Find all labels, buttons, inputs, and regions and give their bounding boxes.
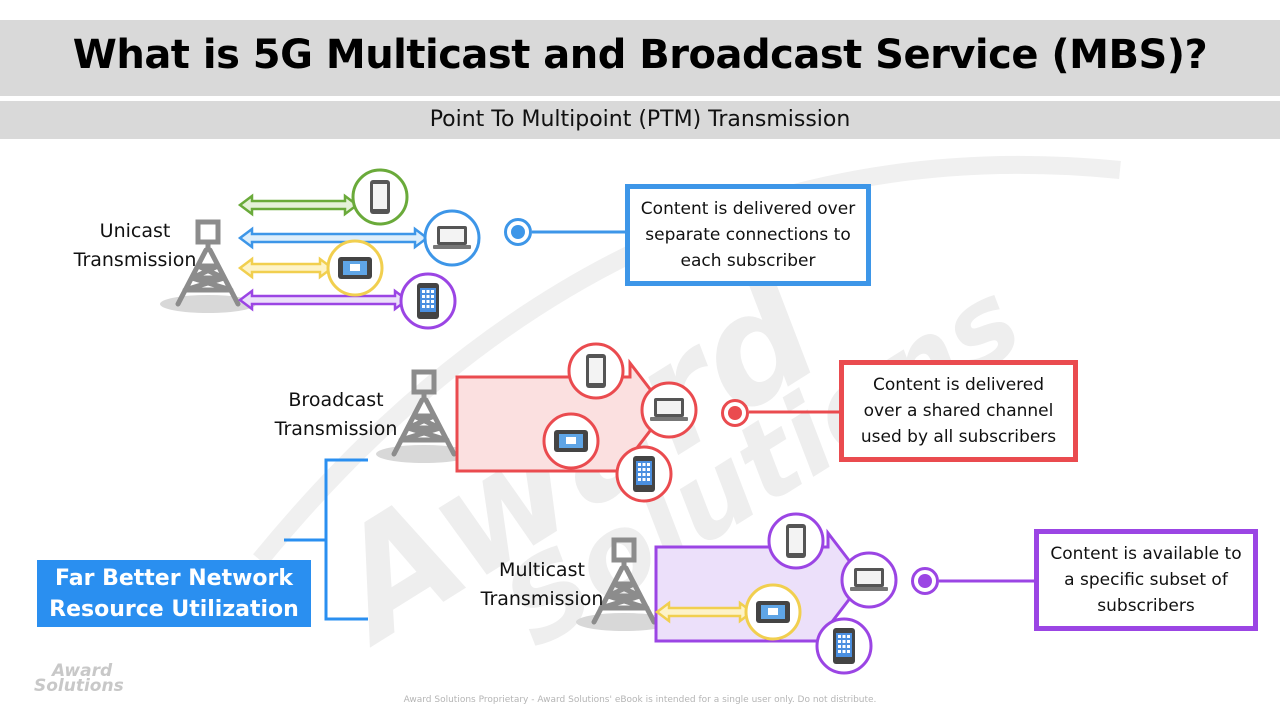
benefit-line1: Far Better Network: [54, 566, 293, 591]
multicast-tablet-icon: [756, 601, 790, 623]
unicast-cellphone-icon: [417, 283, 439, 319]
multicast-smartphone-icon: [786, 524, 806, 558]
unicast-arrow-blue: [237, 226, 430, 250]
benefit-box: Far Better Network Resource Utilization: [37, 560, 311, 627]
broadcast-description: Content is delivered over a shared chann…: [860, 375, 1057, 447]
multicast-description-box: Content is available to a specific subse…: [1034, 529, 1258, 631]
unicast-laptop-icon: [433, 226, 471, 249]
broadcast-smartphone-icon: [586, 354, 606, 388]
broadcast-tablet-icon: [554, 430, 588, 452]
broadcast-laptop-icon: [650, 398, 688, 421]
broadcast-description-box: Content is delivered over a shared chann…: [839, 360, 1078, 462]
benefit-bracket: [284, 458, 368, 621]
unicast-arrow-green: [237, 193, 360, 217]
award-solutions-logo: Award Solutions: [34, 661, 124, 696]
unicast-arrow-purple: [237, 288, 410, 312]
unicast-tablet-icon: [338, 257, 372, 279]
broadcast-cellphone-icon: [633, 456, 655, 492]
title-bar: [0, 20, 1280, 96]
unicast-smartphone-icon: [370, 180, 390, 214]
subtitle-bar: [0, 101, 1280, 139]
unicast-description: Content is delivered over separate conne…: [640, 199, 856, 271]
unicast-arrow-yellow: [237, 256, 335, 280]
page-title: What is 5G Multicast and Broadcast Servi…: [72, 32, 1208, 78]
multicast-description: Content is available to a specific subse…: [1050, 544, 1242, 616]
broadcast-dot: [721, 399, 749, 427]
unicast-description-box: Content is delivered over separate conne…: [625, 184, 871, 286]
multicast-cellphone-icon: [833, 628, 855, 664]
page-subtitle: Point To Multipoint (PTM) Transmission: [429, 107, 851, 132]
multicast-laptop-icon: [850, 568, 888, 591]
multicast-dot: [911, 567, 939, 595]
unicast-dot: [504, 218, 532, 246]
footer-disclaimer: Award Solutions Proprietary - Award Solu…: [403, 695, 877, 705]
benefit-line2: Resource Utilization: [49, 597, 299, 622]
